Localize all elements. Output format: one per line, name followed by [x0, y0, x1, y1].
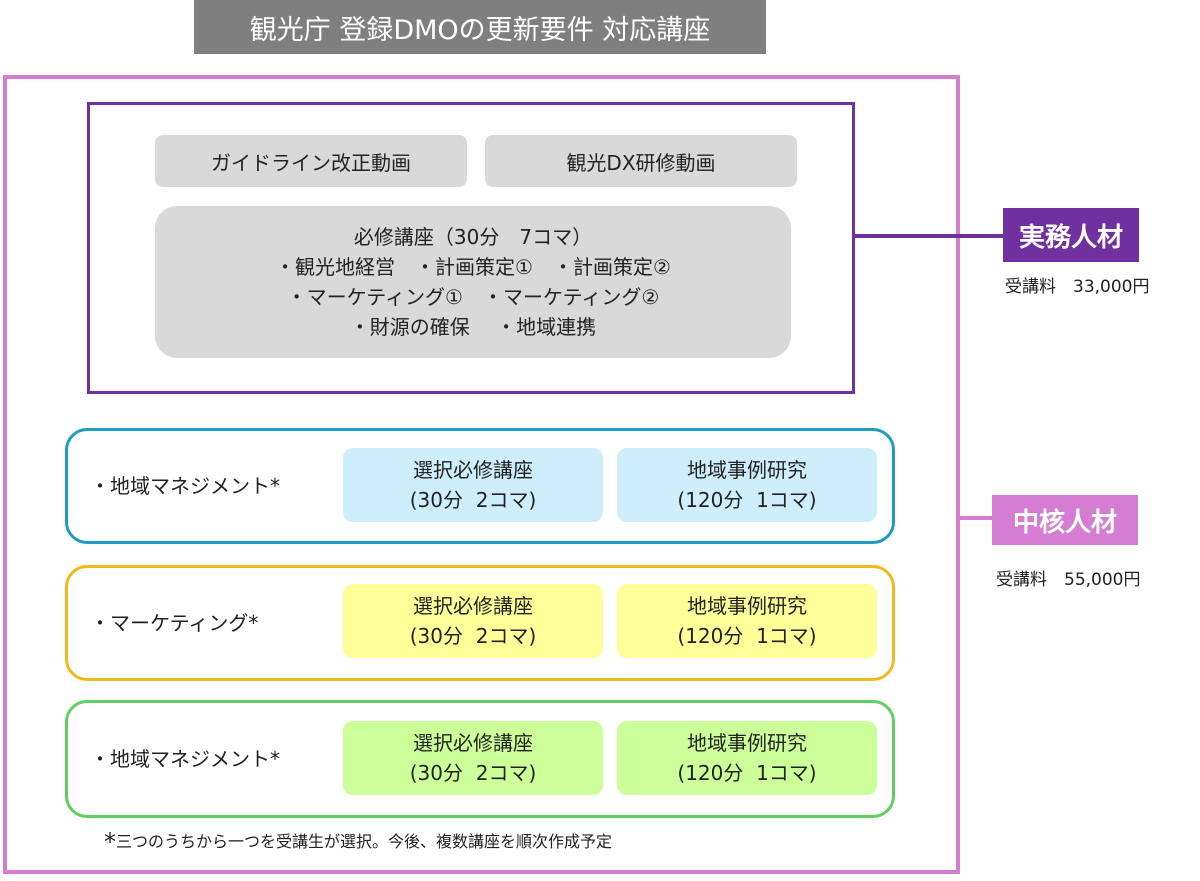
required-course-line: ・マーケティング① ・マーケティング②	[286, 285, 660, 309]
elective-required-box: 選択必修講座 (30分 2コマ)	[343, 448, 603, 522]
footnote: *三つのうちから一つを受講生が選択。今後、複数講座を順次作成予定	[104, 828, 612, 856]
box-line: 選択必修講座	[413, 458, 533, 482]
box-line: (30分 2コマ)	[409, 624, 537, 648]
practical-fee: 受講料 33,000円	[1005, 277, 1150, 297]
box-line: 地域事例研究	[687, 458, 807, 482]
box-line: (120分 1コマ)	[677, 488, 817, 512]
track-regional-management-1	[65, 428, 895, 544]
box-line: 選択必修講座	[413, 594, 533, 618]
box-line: (30分 2コマ)	[409, 761, 537, 785]
box-line: 地域事例研究	[687, 594, 807, 618]
required-courses-heading: 必修講座（30分 7コマ）	[353, 225, 593, 249]
practical-connector-line	[855, 234, 1005, 238]
required-course-line: ・観光地経営 ・計画策定① ・計画策定②	[275, 255, 671, 279]
box-line: (120分 1コマ)	[677, 624, 817, 648]
core-talent-tag: 中核人材	[992, 495, 1138, 545]
required-course-line: ・財源の確保 ・地域連携	[349, 315, 597, 339]
elective-required-box: 選択必修講座 (30分 2コマ)	[343, 721, 603, 795]
practical-talent-frame	[87, 102, 855, 394]
box-line: 地域事例研究	[687, 731, 807, 755]
guideline-video-box: ガイドライン改正動画	[155, 135, 467, 187]
core-connector-line	[960, 516, 994, 520]
track-marketing	[65, 565, 895, 681]
track-label: ・マーケティング*	[90, 611, 259, 635]
core-talent-frame	[3, 75, 960, 874]
tourism-dx-video-box: 観光DX研修動画	[485, 135, 797, 187]
core-fee: 受講料 55,000円	[996, 570, 1141, 590]
footnote-mark: *	[104, 828, 116, 856]
case-study-box: 地域事例研究 (120分 1コマ)	[617, 721, 877, 795]
practical-talent-tag: 実務人材	[1003, 208, 1139, 262]
box-line: (30分 2コマ)	[409, 488, 537, 512]
footnote-text: 三つのうちから一つを受講生が選択。今後、複数講座を順次作成予定	[116, 832, 613, 851]
box-line: 選択必修講座	[413, 731, 533, 755]
box-line: (120分 1コマ)	[677, 761, 817, 785]
case-study-box: 地域事例研究 (120分 1コマ)	[617, 584, 877, 658]
case-study-box: 地域事例研究 (120分 1コマ)	[617, 448, 877, 522]
page-title: 観光庁 登録DMOの更新要件 対応講座	[194, 0, 766, 54]
required-courses-box: 必修講座（30分 7コマ） ・観光地経営 ・計画策定① ・計画策定② ・マーケテ…	[155, 206, 791, 358]
track-regional-management-2	[65, 700, 895, 818]
track-label: ・地域マネジメント*	[90, 474, 280, 498]
track-label: ・地域マネジメント*	[90, 747, 280, 771]
elective-required-box: 選択必修講座 (30分 2コマ)	[343, 584, 603, 658]
